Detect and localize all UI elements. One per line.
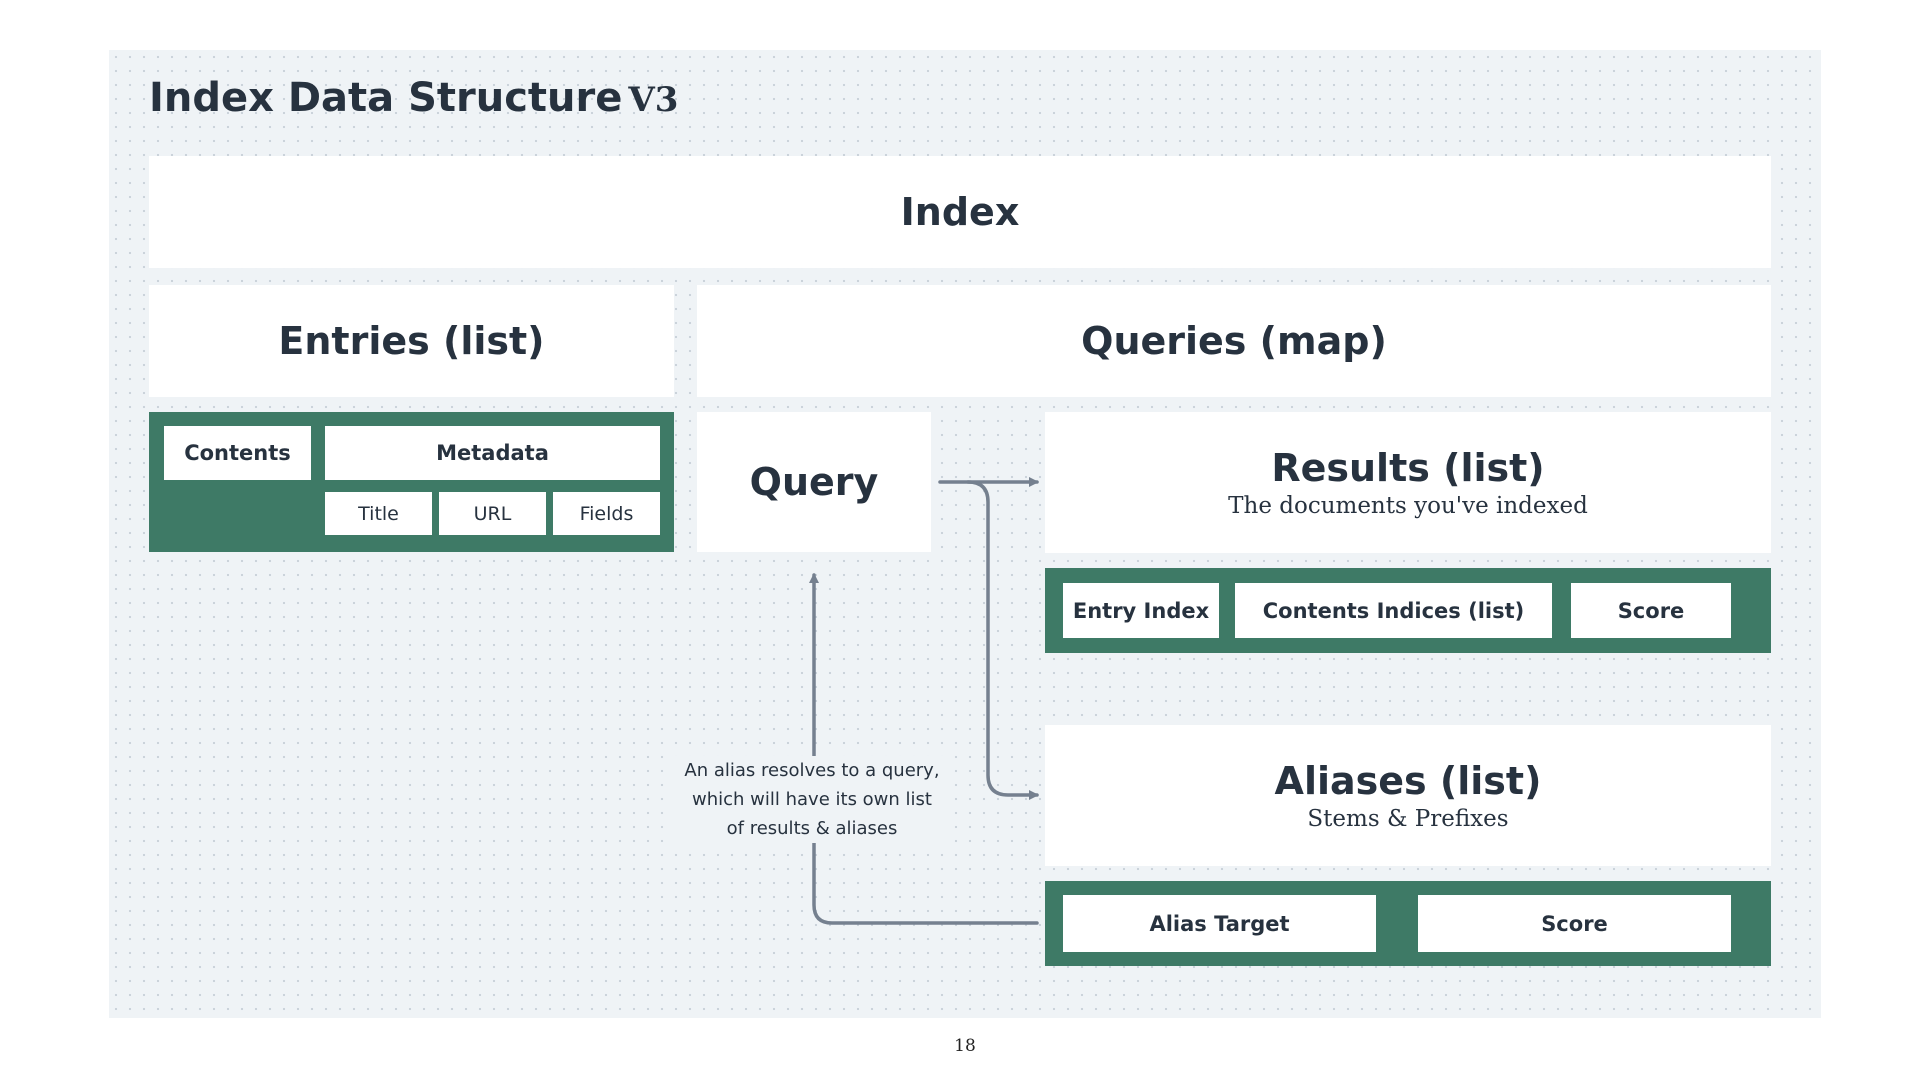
note-line: of results & aliases: [726, 818, 898, 839]
results-subtitle: The documents you've indexed: [1228, 492, 1588, 519]
entries-box: Entries (list): [149, 285, 674, 397]
metadata-fields-field: Fields: [553, 492, 660, 535]
alias-resolution-note: An alias resolves to a query, which will…: [672, 756, 952, 843]
entry-fields-bar: Contents Metadata Title URL Fields: [149, 412, 674, 552]
index-box: Index: [149, 156, 1771, 268]
results-label: Results (list): [1271, 445, 1545, 490]
queries-box: Queries (map): [697, 285, 1771, 397]
metadata-field: Metadata: [325, 426, 660, 480]
aliases-box: Aliases (list) Stems & Prefixes: [1045, 725, 1771, 866]
alias-score-field: Score: [1418, 895, 1731, 952]
note-line: which will have its own list: [692, 789, 932, 810]
page-number: 18: [954, 1036, 976, 1056]
entries-label: Entries (list): [278, 319, 545, 363]
query-to-aliases-arrow: [966, 480, 1039, 800]
aliases-label: Aliases (list): [1274, 758, 1542, 803]
queries-label: Queries (map): [1081, 319, 1387, 363]
entry-index-field: Entry Index: [1063, 583, 1219, 638]
alias-to-query-arrow: [809, 573, 1039, 925]
title-version: V3: [628, 80, 679, 120]
metadata-title-field: Title: [325, 492, 432, 535]
result-score-field: Score: [1571, 583, 1731, 638]
alias-fields-bar: Alias Target Score: [1045, 881, 1771, 966]
title-main: Index Data Structure: [149, 75, 623, 121]
result-fields-bar: Entry Index Contents Indices (list) Scor…: [1045, 568, 1771, 653]
note-line: An alias resolves to a query,: [684, 760, 940, 781]
alias-target-field: Alias Target: [1063, 895, 1376, 952]
query-box: Query: [697, 412, 931, 552]
contents-field: Contents: [164, 426, 311, 480]
aliases-subtitle: Stems & Prefixes: [1307, 805, 1509, 832]
query-label: Query: [749, 460, 879, 504]
contents-indices-field: Contents Indices (list): [1235, 583, 1552, 638]
results-box: Results (list) The documents you've inde…: [1045, 412, 1771, 553]
index-label: Index: [900, 190, 1020, 234]
metadata-url-field: URL: [439, 492, 546, 535]
